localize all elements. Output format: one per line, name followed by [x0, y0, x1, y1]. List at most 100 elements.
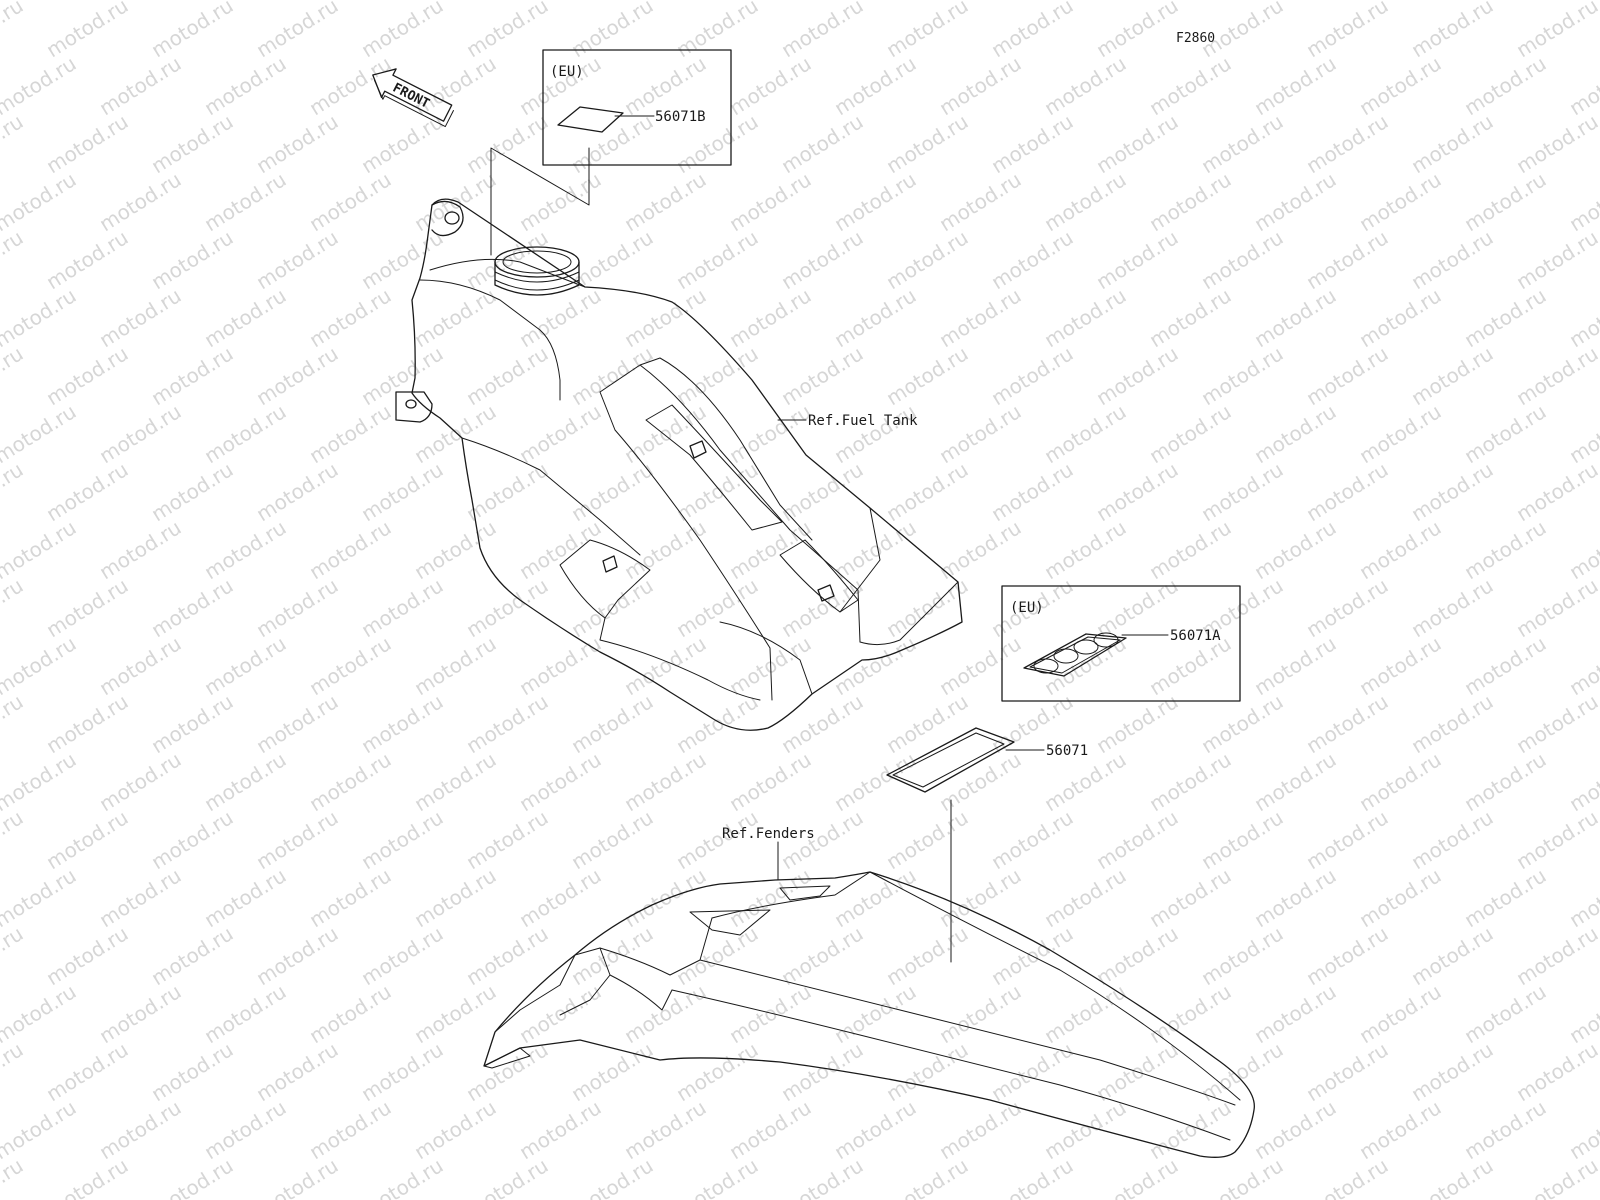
watermark-text: motod.ru [200, 283, 291, 352]
watermark-text: motod.ru [42, 341, 133, 410]
watermark-text: motod.ru [462, 341, 553, 410]
watermark-text: motod.ru [1512, 0, 1600, 62]
watermark-text: motod.ru [1565, 979, 1600, 1048]
label-56071a-shape [1023, 632, 1127, 677]
watermark-text: motod.ru [1197, 341, 1288, 410]
watermark-text: motod.ru [410, 747, 501, 816]
watermark-text: motod.ru [935, 631, 1026, 700]
watermark-text: motod.ru [1302, 1153, 1393, 1200]
watermark-text: motod.ru [515, 515, 606, 584]
fuel-tank [395, 198, 963, 731]
watermark-text: motod.ru [252, 457, 343, 526]
watermark-text: motod.ru [830, 399, 921, 468]
watermark-text: motod.ru [515, 51, 606, 120]
watermark-text: motod.ru [305, 515, 396, 584]
watermark-text: motod.ru [462, 573, 553, 642]
watermark-text: motod.ru [1355, 863, 1446, 932]
watermark-text: motod.ru [1565, 399, 1600, 468]
watermark-text: motod.ru [0, 689, 27, 758]
watermark-text: motod.ru [1565, 167, 1600, 236]
watermark-text: motod.ru [935, 51, 1026, 120]
watermark-text: motod.ru [1407, 225, 1498, 294]
watermark-text: motod.ru [462, 1153, 553, 1200]
watermark-text: motod.ru [95, 283, 186, 352]
watermark-text: motod.ru [1092, 341, 1183, 410]
watermark-text: motod.ru [1250, 747, 1341, 816]
watermark-text: motod.ru [1250, 399, 1341, 468]
watermark-text: motod.ru [462, 0, 553, 62]
watermark-text: motod.ru [1250, 979, 1341, 1048]
watermark-text: motod.ru [1565, 631, 1600, 700]
watermark-text: motod.ru [935, 747, 1026, 816]
watermark-text: motod.ru [1355, 747, 1446, 816]
watermark-text: motod.ru [200, 747, 291, 816]
watermark-text: motod.ru [200, 1095, 291, 1164]
watermark-text: motod.ru [42, 921, 133, 990]
watermark-text: motod.ru [1565, 283, 1600, 352]
watermark-text: motod.ru [147, 573, 238, 642]
watermark-text: motod.ru [147, 805, 238, 874]
watermark-text: motod.ru [1302, 109, 1393, 178]
watermark-text: motod.ru [830, 167, 921, 236]
watermark-text: motod.ru [305, 1095, 396, 1164]
watermark-text: motod.ru [305, 747, 396, 816]
watermark-text: motod.ru [1355, 167, 1446, 236]
watermark-text: motod.ru [1092, 689, 1183, 758]
watermark-text: motod.ru [777, 1037, 868, 1106]
watermark-text: motod.ru [1092, 1153, 1183, 1200]
watermark-text: motod.ru [882, 1037, 973, 1106]
watermark-text: motod.ru [515, 863, 606, 932]
watermark-text: motod.ru [200, 863, 291, 932]
watermark-text: motod.ru [1512, 109, 1600, 178]
watermark-text: motod.ru [305, 631, 396, 700]
watermark-text: motod.ru [305, 51, 396, 120]
watermark-text: motod.ru [620, 863, 711, 932]
watermark-text: motod.ru [147, 457, 238, 526]
watermark-text: motod.ru [1460, 283, 1551, 352]
watermark-text: motod.ru [95, 399, 186, 468]
watermark-text: motod.ru [147, 689, 238, 758]
watermark-text: motod.ru [1040, 167, 1131, 236]
watermark-text: motod.ru [1512, 341, 1600, 410]
watermark-text: motod.ru [1145, 979, 1236, 1048]
watermark-text: motod.ru [1250, 515, 1341, 584]
watermark-text: motod.ru [1092, 109, 1183, 178]
watermark-text: motod.ru [0, 109, 27, 178]
watermark-text: motod.ru [1355, 515, 1446, 584]
watermark-text: motod.ru [567, 1153, 658, 1200]
watermark-text: motod.ru [95, 863, 186, 932]
watermark-text: motod.ru [1565, 747, 1600, 816]
watermark-text: motod.ru [252, 109, 343, 178]
watermark-text: motod.ru [357, 109, 448, 178]
part-number-56071b: 56071B [655, 109, 706, 125]
watermark-text: motod.ru [1092, 805, 1183, 874]
watermark-text: motod.ru [1460, 979, 1551, 1048]
watermark-text: motod.ru [830, 283, 921, 352]
watermark-text: motod.ru [987, 109, 1078, 178]
watermark-text: motod.ru [620, 979, 711, 1048]
eu-label: (EU) [550, 64, 584, 80]
watermark-text: motod.ru [1197, 805, 1288, 874]
watermark-text: motod.ru [882, 573, 973, 642]
watermark-text: motod.ru [1040, 399, 1131, 468]
watermark-text: motod.ru [252, 1037, 343, 1106]
watermark-text: motod.ru [1040, 979, 1131, 1048]
watermark-text: motod.ru [672, 921, 763, 990]
watermark-text: motod.ru [1145, 283, 1236, 352]
label-56071: 56071 [886, 727, 1088, 793]
watermark-text: motod.ru [1302, 457, 1393, 526]
watermark-text: motod.ru [1460, 631, 1551, 700]
watermark-text: motod.ru [672, 1153, 763, 1200]
watermark-text: motod.ru [305, 979, 396, 1048]
watermark-text: motod.ru [462, 689, 553, 758]
watermark-text: motod.ru [515, 167, 606, 236]
watermark-text: motod.ru [1512, 225, 1600, 294]
watermark-text: motod.ru [42, 109, 133, 178]
watermark-text: motod.ru [252, 689, 343, 758]
watermark-text: motod.ru [777, 1153, 868, 1200]
watermark-text: motod.ru [777, 225, 868, 294]
watermark-text: motod.ru [462, 921, 553, 990]
watermark-text: motod.ru [1250, 631, 1341, 700]
watermark-text: motod.ru [410, 167, 501, 236]
